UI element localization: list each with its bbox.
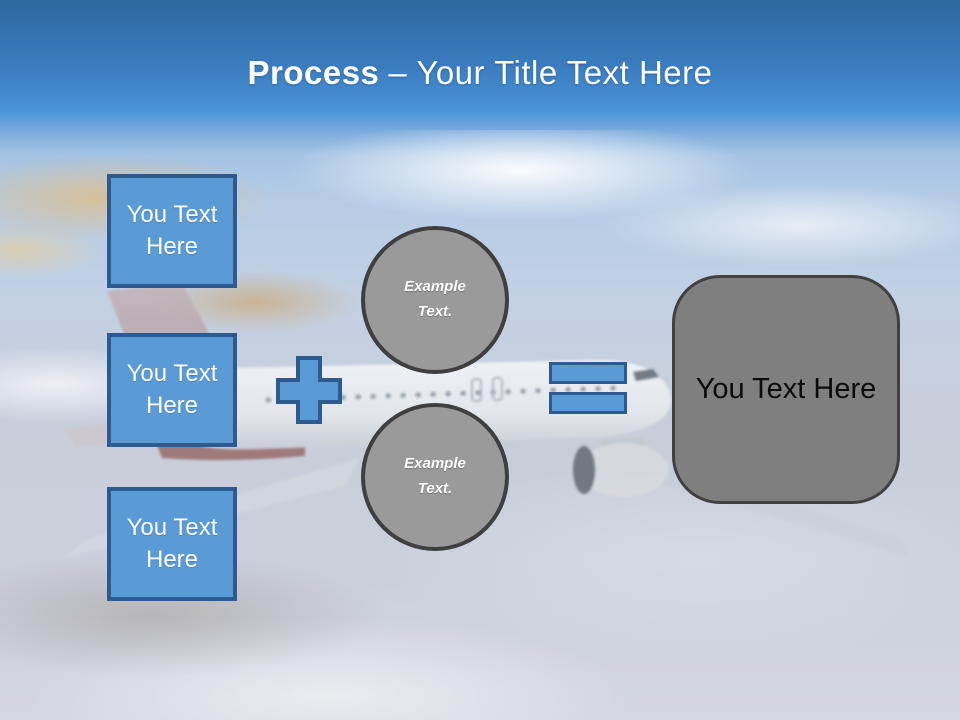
input-box-2-label: You Text Here bbox=[126, 360, 218, 419]
equals-top-bar bbox=[549, 362, 627, 384]
example-circle-1[interactable]: Example Text. bbox=[361, 226, 509, 374]
page-title[interactable]: Process– Your Title Text Here bbox=[0, 54, 960, 92]
equals-icon bbox=[549, 362, 627, 414]
plus-icon bbox=[276, 356, 342, 424]
input-box-1[interactable]: You Text Here bbox=[107, 174, 237, 288]
result-box[interactable]: You Text Here bbox=[672, 275, 900, 504]
example-circle-1-label: Example Text. bbox=[404, 278, 466, 320]
equals-bottom-bar bbox=[549, 392, 627, 414]
title-topic-text: Process bbox=[247, 54, 380, 91]
input-box-1-label: You Text Here bbox=[126, 201, 218, 260]
result-box-label: You Text Here bbox=[695, 373, 877, 405]
input-box-2[interactable]: You Text Here bbox=[107, 333, 237, 447]
input-box-3-label: You Text Here bbox=[126, 514, 218, 573]
input-box-3[interactable]: You Text Here bbox=[107, 487, 237, 601]
example-circle-2[interactable]: Example Text. bbox=[361, 403, 509, 551]
slide-header: Process– Your Title Text Here bbox=[0, 0, 960, 130]
example-circle-2-label: Example Text. bbox=[404, 455, 466, 497]
title-subtitle-text: – Your Title Text Here bbox=[388, 54, 713, 91]
